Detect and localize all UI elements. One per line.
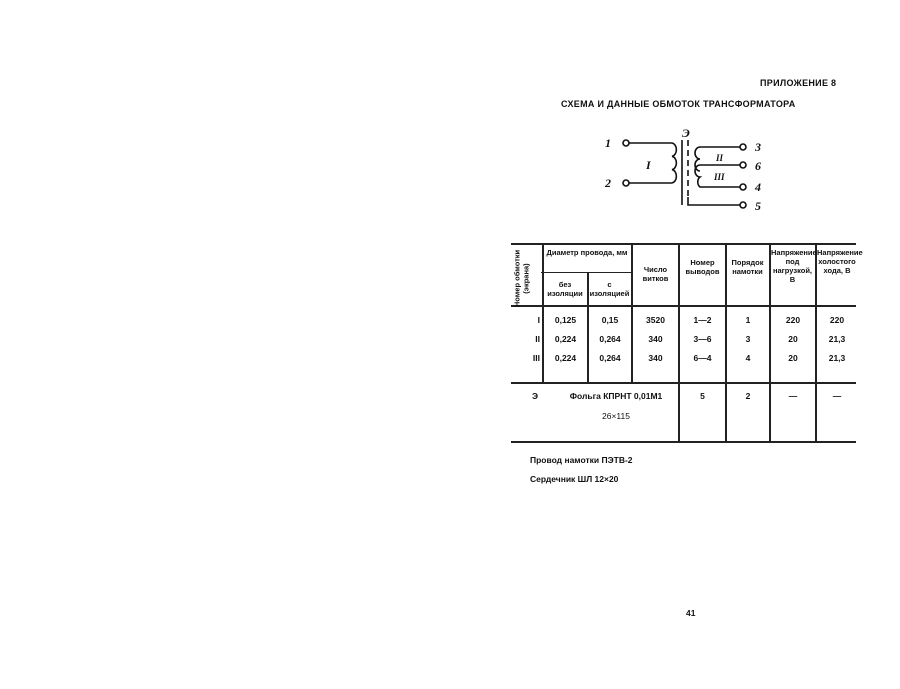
terminal-5: 5 [755, 199, 761, 213]
terminal-2: 2 [604, 176, 611, 190]
header-insulated: с изоляцией [589, 280, 630, 298]
cell-d1: 0,224 [554, 353, 577, 363]
cell-v-idle: — [832, 391, 842, 401]
header-winding-number: Номер обмотки (экрана) [512, 249, 531, 308]
header-leads: Номер выводов [685, 258, 720, 276]
cell-d2: 0,264 [599, 334, 621, 344]
header-voltage-load: Напряжение под нагрузкой, В [771, 248, 817, 284]
table-rule [511, 243, 856, 245]
cell-leads: 1—2 [693, 315, 712, 325]
note-core: Сердечник ШЛ 12×20 [530, 474, 619, 484]
table-rule [725, 243, 727, 441]
screen-label: Э [682, 126, 690, 140]
terminal-1: 1 [605, 136, 611, 150]
cell-size: 26×115 [602, 411, 630, 421]
page-title: СХЕМА И ДАННЫЕ ОБМОТОК ТРАНСФОРМАТОРА [561, 99, 796, 109]
note-winding-wire: Провод намотки ПЭТВ-2 [530, 455, 633, 465]
cell-v-load: 20 [788, 334, 798, 344]
cell-order: 4 [745, 353, 751, 363]
cell-order: 1 [745, 315, 751, 325]
cell-d1: 0,125 [554, 315, 577, 325]
cell-num: Э [531, 391, 539, 401]
winding-III: III [713, 172, 725, 182]
terminal-3: 3 [754, 140, 761, 154]
winding-I: I [645, 158, 652, 172]
header-no-insulation: без изоляции [547, 280, 583, 298]
table-rule [542, 243, 544, 382]
cell-num: II [535, 334, 540, 344]
appendix-label: ПРИЛОЖЕНИЕ 8 [760, 78, 837, 88]
header-order: Порядок намотки [731, 258, 764, 276]
cell-leads: 5 [700, 391, 705, 401]
cell-order: 2 [745, 391, 751, 401]
cell-d2: 0,15 [601, 315, 619, 325]
cell-turns: 3520 [646, 315, 665, 325]
table-rule [511, 382, 856, 384]
cell-num: III [532, 353, 540, 363]
winding-II: II [715, 153, 724, 163]
cell-v-idle: 21,3 [828, 353, 846, 363]
cell-v-idle: 220 [829, 315, 845, 325]
table-rule [631, 243, 633, 382]
terminal-4: 4 [754, 180, 761, 194]
header-wire-diameter: Диаметр провода, мм [546, 248, 628, 257]
cell-material: Фольга КПРНТ 0,01М1 [569, 391, 663, 401]
table-rule [815, 243, 817, 441]
cell-leads: 6—4 [693, 353, 712, 363]
cell-d1: 0,224 [554, 334, 577, 344]
page-number: 41 [686, 608, 696, 618]
table-rule [587, 272, 589, 382]
cell-v-load: 220 [785, 315, 801, 325]
table-rule [511, 305, 856, 307]
table-rule [541, 272, 631, 273]
header-turns: Число витков [642, 265, 669, 283]
cell-v-idle: 21,3 [828, 334, 846, 344]
transformer-diagram: 1 2 Э I II III 3 6 4 5 [604, 126, 761, 213]
table-rule [511, 441, 856, 443]
cell-num: I [537, 315, 540, 325]
table-rule [769, 243, 771, 441]
terminal-6: 6 [755, 159, 761, 173]
cell-leads: 3—6 [693, 334, 712, 344]
cell-turns: 340 [648, 353, 663, 363]
cell-d2: 0,264 [599, 353, 621, 363]
cell-turns: 340 [648, 334, 663, 344]
cell-v-load: 20 [788, 353, 798, 363]
cell-v-load: — [788, 391, 798, 401]
header-voltage-idle: Напряжение холостого хода, В [817, 248, 863, 275]
table-rule [678, 243, 680, 441]
cell-order: 3 [745, 334, 751, 344]
